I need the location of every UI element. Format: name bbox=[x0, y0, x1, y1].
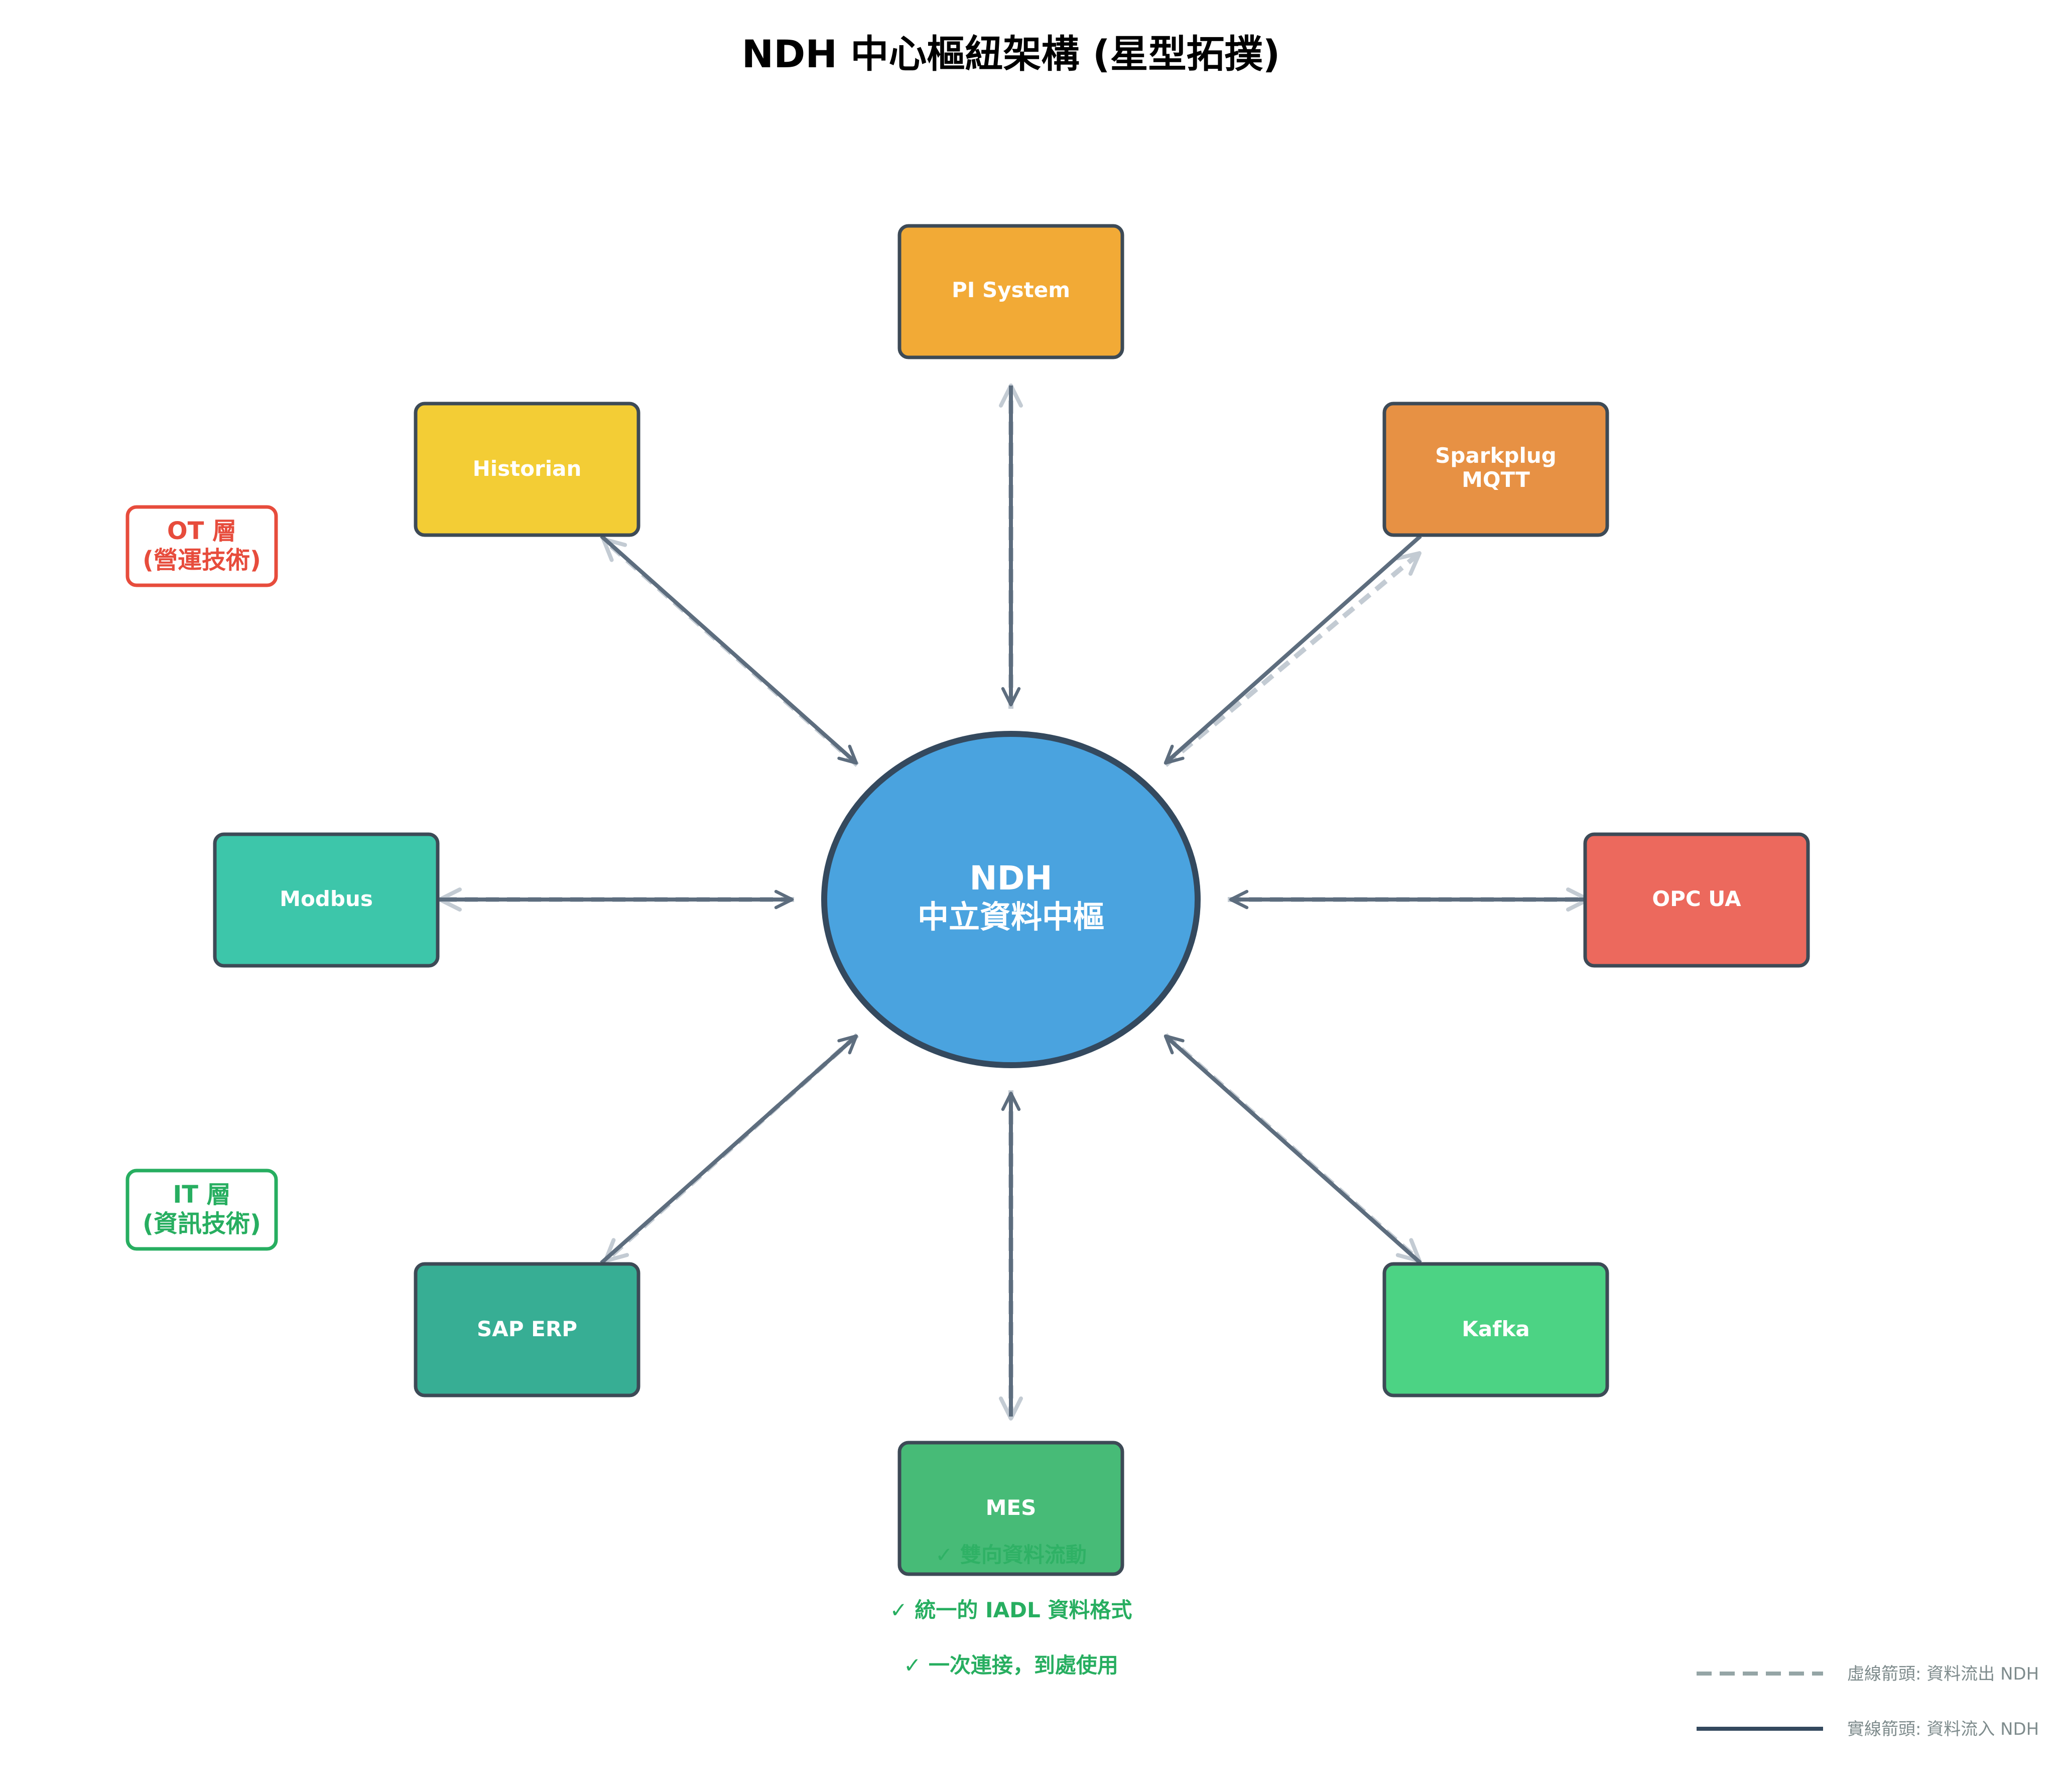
ot-layer-subtitle: (營運技術) bbox=[143, 546, 261, 574]
legend-dashed-label: 虛線箭頭: 資料流出 NDH bbox=[1847, 1664, 2039, 1684]
node-label-pi-system: PI System bbox=[952, 278, 1070, 302]
feature-item: ✓ 統一的 IADL 資料格式 bbox=[890, 1598, 1132, 1622]
inflow-arrows bbox=[432, 386, 1591, 1417]
hub-label-ndh: NDH bbox=[969, 859, 1052, 898]
it-layer-box bbox=[125, 1169, 278, 1251]
node-box-historian[interactable] bbox=[414, 402, 640, 537]
inflow-arrow-kafka bbox=[1164, 1034, 1422, 1264]
node-box-modbus[interactable] bbox=[213, 832, 440, 968]
node-box-sap-erp[interactable] bbox=[414, 1262, 640, 1397]
node-modbus[interactable]: Modbus bbox=[213, 832, 440, 968]
node-sparkplug-mqtt[interactable]: Sparkplug MQTT bbox=[1382, 402, 1609, 537]
outflow-arrow-sparkplug bbox=[1164, 551, 1422, 767]
inflow-arrow-sparkplug bbox=[1164, 535, 1422, 765]
inflow-arrow-historian bbox=[600, 535, 858, 765]
node-historian[interactable]: Historian bbox=[414, 402, 640, 537]
node-box-sparkplug-mqtt[interactable] bbox=[1382, 402, 1609, 537]
node-mes[interactable]: MES bbox=[897, 1441, 1124, 1576]
it-layer-title: IT 層 bbox=[173, 1181, 230, 1209]
node-label-sparkplug: Sparkplug bbox=[1435, 443, 1557, 468]
feature-item: ✓ 一次連接，到處使用 bbox=[904, 1653, 1118, 1678]
inflow-arrow-sap-erp bbox=[600, 1034, 858, 1264]
node-sap-erp[interactable]: SAP ERP bbox=[414, 1262, 640, 1397]
node-label-opc-ua: OPC UA bbox=[1652, 886, 1741, 911]
ot-layer-title: OT 層 bbox=[167, 517, 236, 545]
node-label-sap-erp: SAP ERP bbox=[477, 1317, 577, 1341]
node-label-historian: Historian bbox=[473, 456, 582, 481]
node-pi-system[interactable]: PI System bbox=[897, 224, 1124, 359]
hub-label-subtitle: 中立資料中樞 bbox=[918, 899, 1104, 935]
node-label-mes: MES bbox=[986, 1495, 1037, 1520]
it-layer-badge: IT 層 (資訊技術) bbox=[125, 1169, 278, 1251]
ndh-hub[interactable]: NDH 中立資料中樞 bbox=[821, 731, 1201, 1068]
node-label-mqtt: MQTT bbox=[1462, 467, 1530, 492]
node-kafka[interactable]: Kafka bbox=[1382, 1262, 1609, 1397]
node-label-kafka: Kafka bbox=[1462, 1317, 1529, 1341]
node-box-kafka[interactable] bbox=[1382, 1262, 1609, 1397]
legend: 虛線箭頭: 資料流出 NDH 實線箭頭: 資料流入 NDH bbox=[1697, 1664, 2039, 1739]
node-box-opc-ua[interactable] bbox=[1583, 832, 1810, 968]
node-box-pi-system[interactable] bbox=[897, 224, 1124, 359]
it-layer-subtitle: (資訊技術) bbox=[143, 1210, 261, 1238]
hub-ellipse[interactable] bbox=[821, 731, 1201, 1068]
node-box-mes[interactable] bbox=[897, 1441, 1124, 1576]
legend-solid-label: 實線箭頭: 資料流入 NDH bbox=[1847, 1719, 2039, 1739]
node-label-modbus: Modbus bbox=[280, 886, 373, 911]
node-opc-ua[interactable]: OPC UA bbox=[1583, 832, 1810, 968]
ot-layer-badge: OT 層 (營運技術) bbox=[125, 505, 278, 587]
ot-layer-box bbox=[125, 505, 278, 587]
feature-item: ✓ 雙向資料流動 bbox=[935, 1543, 1087, 1567]
feature-list: ✓ 雙向資料流動 ✓ 統一的 IADL 資料格式 ✓ 一次連接，到處使用 bbox=[890, 1543, 1132, 1678]
diagram-title: NDH 中心樞紐架構 (星型拓撲) bbox=[742, 32, 1280, 76]
